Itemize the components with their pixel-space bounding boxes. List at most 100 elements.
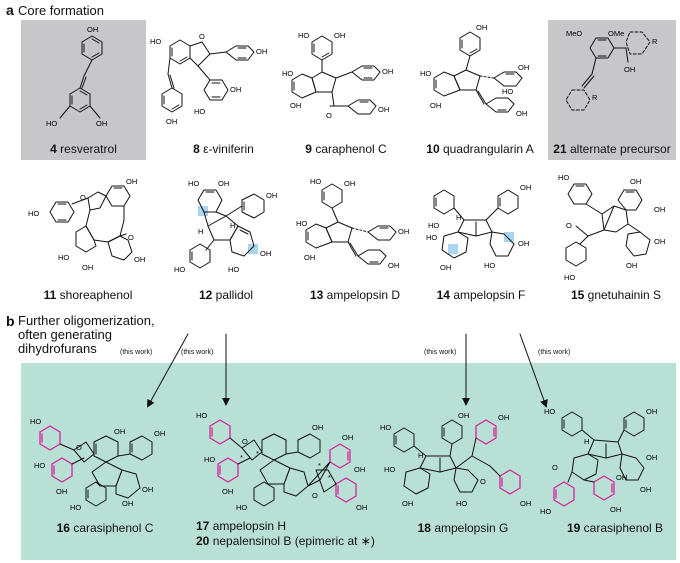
atom-ho: HO [30, 417, 41, 426]
atom-oh: OH [518, 239, 529, 248]
compound-label-16: 16 carasiphenol C [56, 521, 154, 535]
panel-b-title: Further oligomerization, often generatin… [18, 313, 155, 356]
atom-oh: OH [498, 413, 509, 422]
atom-oh: OH [382, 67, 393, 76]
atom-oh: OH [96, 119, 107, 128]
atom-ho: HO [174, 265, 185, 274]
atom-oh: OH [134, 255, 145, 264]
atom-o: O [566, 221, 572, 230]
atom-oh: OH [520, 183, 531, 192]
atom-oh: OH [342, 433, 353, 442]
atom-ho: HO [188, 179, 199, 188]
atom-o: O [80, 193, 86, 202]
atom-ho: HO [228, 265, 239, 274]
atom-oh: OH [87, 25, 98, 34]
atom-h: H [456, 213, 461, 222]
atom-oh: OH [126, 177, 137, 186]
compound-label-12: 12 pallidol [198, 288, 254, 302]
atom-ho: HO [420, 69, 431, 78]
atom-ho: HO [298, 31, 309, 40]
atom-ho: HO [296, 219, 307, 228]
atom-ho: HO [282, 69, 293, 78]
atom-oh: OH [440, 263, 451, 272]
atom-oh: OH [398, 227, 409, 236]
atom-h: H [230, 221, 235, 230]
atom-oh: OH [616, 473, 627, 482]
atom-ho: HO [502, 87, 513, 96]
atom-oh: OH [266, 191, 277, 200]
panel-b-letter: b [6, 313, 15, 329]
atom-oh: OH [122, 499, 133, 508]
atom-ho: HO [564, 273, 575, 282]
atom-oh: OH [142, 485, 153, 494]
atom-oh: OH [516, 109, 527, 118]
atom-oh: OH [312, 423, 323, 432]
atom-o: O [128, 233, 134, 242]
atom-oh: OH [518, 63, 529, 72]
atom-oh: OH [624, 65, 635, 74]
atom-oh: OH [654, 205, 665, 214]
atom-ho: HO [34, 461, 45, 470]
atom-ho: HO [204, 455, 215, 464]
atom-o: O [552, 463, 558, 472]
atom-star: * [240, 453, 243, 462]
carasiphenol-b-structure: HO H OH OH O OH OH HO OH [540, 407, 657, 516]
atom-ho: HO [310, 177, 321, 186]
atom-r: R [592, 93, 598, 102]
compound-label-11: 11 shoreaphenol [43, 288, 133, 302]
atom-o: O [326, 111, 332, 120]
atom-oh: OH [166, 117, 177, 126]
atom-oh: OH [304, 253, 315, 262]
atom-oh: OH [626, 261, 637, 270]
compound-label-10: 10 quadrangularin A [426, 142, 534, 156]
highlight-square [504, 232, 514, 242]
atom-ho: HO [194, 107, 205, 116]
gnetuhainin-s-structure: HO OH O OH OH OH HO [558, 173, 665, 282]
compound-label-4: 4 resveratrol [50, 142, 117, 156]
atom-ho: HO [46, 119, 57, 128]
atom-oh: OH [218, 179, 229, 188]
atom-o: O [312, 491, 318, 500]
atom-oh: OH [334, 31, 345, 40]
arrow-note: (this work) [181, 349, 214, 356]
arrow-note: (this work) [120, 349, 153, 356]
arrow-to-16 [147, 333, 189, 408]
atom-oh: OH [520, 499, 531, 508]
atom-ho: HO [150, 37, 161, 46]
ampelopsin-g-structure: HO H OH OH HO OH O HO OH [380, 411, 531, 508]
atom-oh: OH [256, 47, 267, 56]
atom-ho: HO [540, 507, 551, 516]
atom-oh: OH [402, 499, 413, 508]
compound-label-17: 17 ampelopsin H [196, 519, 287, 533]
atom-o: O [199, 32, 205, 41]
resveratrol-structure: OH HO OH [46, 25, 107, 128]
atom-ho: HO [484, 261, 495, 270]
atom-oh: OH [230, 85, 241, 94]
compound-label-21: 21 alternate precursor [553, 142, 671, 156]
atom-oh: OH [646, 407, 657, 416]
atom-oh: OH [260, 249, 271, 258]
compound-label-8: 8 ε-viniferin [193, 142, 254, 156]
atom-ho: HO [380, 423, 391, 432]
compound-label-14: 14 ampelopsin F [436, 288, 526, 302]
atom-oh: OH [458, 411, 469, 420]
highlight-square [448, 244, 458, 254]
atom-h: H [418, 451, 423, 460]
atom-ho: HO [426, 233, 437, 242]
quadrangularin-a-structure: OH HO OH OH HO OH [420, 23, 529, 118]
atom-oh: OH [154, 429, 165, 438]
atom-oh: OH [222, 487, 233, 496]
compound-label-9: 9 caraphenol C [305, 142, 387, 156]
atom-o: O [242, 437, 248, 446]
arrow-to-19 [519, 333, 548, 408]
compound-label-19: 19 carasiphenol B [566, 521, 664, 535]
atom-ho: HO [428, 221, 439, 230]
atom-ho: HO [456, 499, 467, 508]
atom-oh: OH [646, 453, 657, 462]
atom-oh: OH [610, 505, 621, 514]
atom-oh: OH [654, 237, 665, 246]
atom-oh: OH [640, 485, 651, 494]
compound-label-18: 18 ampelopsin G [417, 521, 509, 535]
atom-ome: OMe [608, 29, 624, 38]
alternate-precursor-structure: MeO OMe R OH R [565, 29, 658, 111]
